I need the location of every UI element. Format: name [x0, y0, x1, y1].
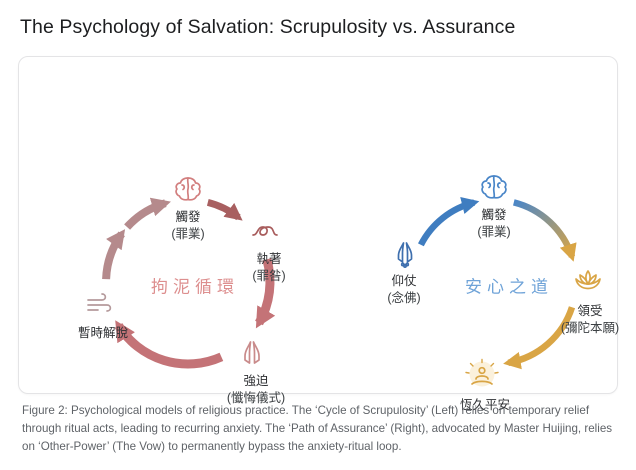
- node-label-temporary-relief: 暫時解脫: [77, 326, 129, 340]
- node-label-lasting-peace: 恆久平安: [459, 398, 511, 412]
- lotus-icon: [575, 270, 601, 290]
- arrow-reliance-to-trigger: [418, 196, 480, 247]
- assurance-path-diagram: 觸發 (罪業) 領受 (彌陀本願) 恆久平安 仰仗 (念佛) 安心之道: [349, 127, 636, 445]
- page-title: The Psychology of Salvation: Scrupulosit…: [20, 16, 516, 38]
- prayer-beads-icon: [397, 242, 413, 268]
- node-label-trigger: 觸發 (罪業): [171, 210, 205, 241]
- arrow-trigger-to-receiving: [512, 199, 577, 262]
- arrow-compulsion-to-relief: [114, 320, 224, 369]
- assurance-arrows: [418, 196, 577, 370]
- scrupulosity-cycle-canvas: [87, 177, 278, 369]
- node-label-trigger: 觸發 (罪業): [477, 208, 511, 239]
- arrow-relief-to-trigger-2: [124, 197, 171, 230]
- node-label-reliance: 仰仗 (念佛): [387, 274, 421, 305]
- assurance-path-canvas: [397, 175, 601, 387]
- meditating-person-icon: [465, 358, 499, 387]
- scrupulosity-cycle-diagram: 觸發 (罪業) 執著 (罪咎) 強迫 (懺悔儀式) 暫時解脫 拘泥循環: [43, 127, 333, 445]
- brain-icon: [175, 177, 201, 201]
- arrow-receiving-to-peace: [503, 306, 576, 370]
- figure-card: 觸發 (罪業) 執著 (罪咎) 強迫 (懺悔儀式) 暫時解脫 拘泥循環: [18, 56, 619, 412]
- knot-icon: [252, 226, 278, 236]
- cycle-arrows: [102, 197, 276, 369]
- arrow-trigger-to-attachment: [206, 199, 243, 221]
- arrow-relief-to-trigger-1: [102, 229, 126, 280]
- figure-caption: Figure 2: Psychological models of religi…: [22, 404, 613, 453]
- scrupulosity-cycle-title: 拘泥循環: [151, 277, 239, 297]
- assurance-path-title: 安心之道: [465, 277, 553, 297]
- arrow-attachment-to-compulsion: [255, 258, 276, 329]
- node-label-receiving: 領受 (彌陀本願): [560, 304, 620, 335]
- node-label-compulsion: 強迫 (懺悔儀式): [226, 374, 286, 405]
- brain-icon: [481, 175, 507, 199]
- node-label-attachment: 執著 (罪咎): [252, 252, 286, 283]
- praying-hands-icon: [244, 341, 260, 364]
- wind-icon: [87, 293, 112, 312]
